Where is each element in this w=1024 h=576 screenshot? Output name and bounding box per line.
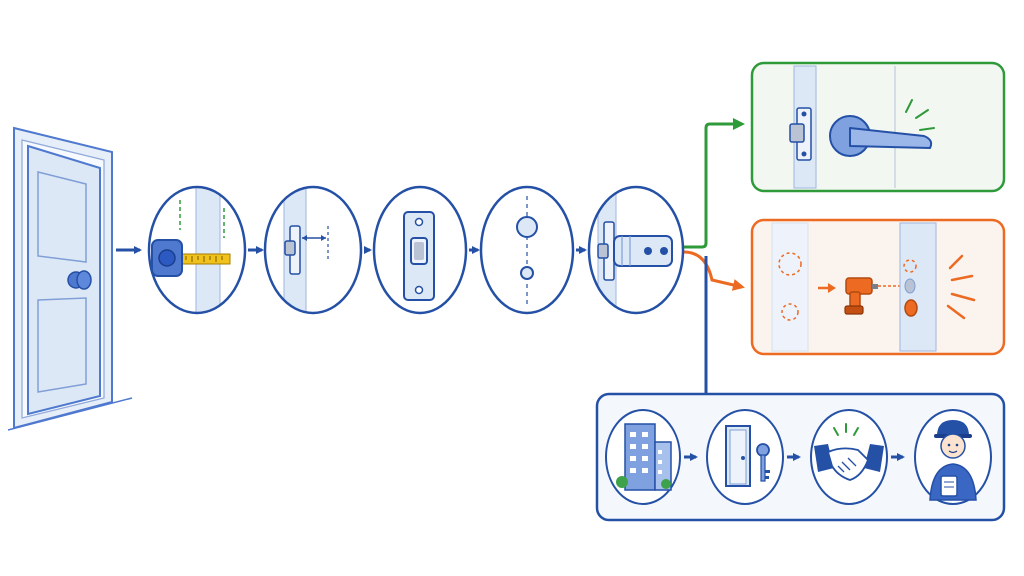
step-4-bore-holes [479, 185, 575, 315]
sparkle-lines-icon [905, 99, 935, 131]
outcome-drill-holes-panel [750, 218, 1006, 356]
step-1-tape-measure [147, 185, 247, 315]
step-2-latch-measure [263, 185, 363, 315]
handshake-icon [810, 409, 888, 505]
door-and-key-icon [706, 409, 784, 505]
step-5-latch-mechanism [587, 185, 685, 315]
building-icon [605, 409, 681, 505]
branch-arrows [683, 118, 745, 394]
locksmith-icon [914, 409, 992, 505]
outcome-lever-installed-panel [750, 61, 1006, 193]
open-door-with-knob-icon [7, 126, 133, 431]
outcome-professional-help-panel [595, 392, 1006, 522]
burst-lines-icon [946, 254, 976, 320]
step-3-strike-plate [372, 185, 468, 315]
power-drill-icon [844, 277, 900, 315]
